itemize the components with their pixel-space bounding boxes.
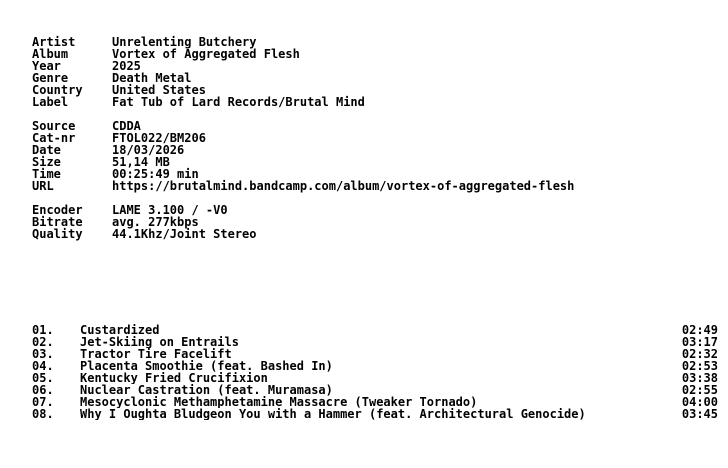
track-row: 02. Jet-Skiing on Entrails 03:17 bbox=[32, 336, 718, 348]
track-duration: 04:00 bbox=[681, 395, 718, 409]
info-label: Cat-nr bbox=[32, 131, 76, 145]
track-row: 07. Mesocyclonic Methamphetamine Massacr… bbox=[32, 396, 718, 408]
track-title: Nuclear Castration (feat. Muramasa) bbox=[80, 384, 333, 396]
track-number: 07. bbox=[32, 395, 54, 409]
info-label: Album bbox=[32, 47, 69, 61]
info-label: Country bbox=[32, 83, 83, 97]
info-value: 44.1Khz/Joint Stereo bbox=[112, 227, 257, 241]
info-row-album: Album Vortex of Aggregated Flesh bbox=[32, 48, 365, 60]
url-text: https://brutalmind.bandcamp.com/album/vo… bbox=[112, 179, 575, 193]
info-label: Bitrate bbox=[32, 215, 83, 229]
info-row-date: Date 18/03/2026 bbox=[32, 144, 574, 156]
info-row-encoder: Encoder LAME 3.100 / -V0 bbox=[32, 204, 257, 216]
info-label: Year bbox=[32, 59, 61, 73]
track-duration: 02:49 bbox=[681, 323, 718, 337]
info-row-url: URL https://brutalmind.bandcamp.com/albu… bbox=[32, 180, 574, 192]
info-row-country: Country United States bbox=[32, 84, 365, 96]
info-row-source: Source CDDA bbox=[32, 120, 574, 132]
info-value: 18/03/2026 bbox=[112, 143, 185, 157]
info-label: Label bbox=[32, 95, 69, 109]
info-label: Size bbox=[32, 155, 61, 169]
info-value: Fat Tub of Lard Records/Brutal Mind bbox=[112, 95, 365, 109]
track-duration: 03:38 bbox=[681, 371, 718, 385]
release-info-encoding: Encoder LAME 3.100 / -V0 Bitrate avg. 27… bbox=[32, 204, 257, 240]
track-title: Why I Oughta Bludgeon You with a Hammer … bbox=[80, 408, 586, 420]
info-label: Artist bbox=[32, 35, 76, 49]
info-row-quality: Quality 44.1Khz/Joint Stereo bbox=[32, 228, 257, 240]
track-duration: 02:55 bbox=[681, 383, 718, 397]
track-number: 03. bbox=[32, 347, 54, 361]
release-info-source: Source CDDA Cat-nr FTOL022/BM206 Date 18… bbox=[32, 120, 574, 192]
track-title: Mesocyclonic Methamphetamine Massacre (T… bbox=[80, 396, 478, 408]
info-label: Genre bbox=[32, 71, 69, 85]
track-number: 08. bbox=[32, 407, 54, 421]
info-label: URL bbox=[32, 179, 54, 193]
track-number: 02. bbox=[32, 335, 54, 349]
info-value: United States bbox=[112, 83, 206, 97]
info-value: FTOL022/BM206 bbox=[112, 131, 206, 145]
info-row-size: Size 51,14 MB bbox=[32, 156, 574, 168]
info-value: avg. 277kbps bbox=[112, 215, 199, 229]
track-row: 04. Placenta Smoothie (feat. Bashed In) … bbox=[32, 360, 718, 372]
track-duration: 03:17 bbox=[681, 335, 718, 349]
info-value: Death Metal bbox=[112, 71, 192, 85]
info-label: Source bbox=[32, 119, 76, 133]
track-number: 05. bbox=[32, 371, 54, 385]
info-value: 2025 bbox=[112, 59, 141, 73]
info-value: LAME 3.100 / -V0 bbox=[112, 203, 228, 217]
info-row-label: Label Fat Tub of Lard Records/Brutal Min… bbox=[32, 96, 365, 108]
track-row: 05. Kentucky Fried Crucifixion 03:38 bbox=[32, 372, 718, 384]
track-title: Custardized bbox=[80, 324, 160, 336]
info-label: Date bbox=[32, 143, 61, 157]
track-title: Jet-Skiing on Entrails bbox=[80, 336, 239, 348]
info-row-genre: Genre Death Metal bbox=[32, 72, 365, 84]
release-info-general: Artist Unrelenting Butchery Album Vortex… bbox=[32, 36, 365, 108]
track-duration: 02:53 bbox=[681, 359, 718, 373]
track-row: 08. Why I Oughta Bludgeon You with a Ham… bbox=[32, 408, 718, 420]
track-row: 01. Custardized 02:49 bbox=[32, 324, 718, 336]
track-number: 06. bbox=[32, 383, 54, 397]
track-title: Kentucky Fried Crucifixion bbox=[80, 372, 268, 384]
track-number: 01. bbox=[32, 323, 54, 337]
track-number: 04. bbox=[32, 359, 54, 373]
info-row-cat-nr: Cat-nr FTOL022/BM206 bbox=[32, 132, 574, 144]
info-value: 00:25:49 min bbox=[112, 167, 199, 181]
info-value: Vortex of Aggregated Flesh bbox=[112, 47, 300, 61]
info-row-time: Time 00:25:49 min bbox=[32, 168, 574, 180]
info-row-year: Year 2025 bbox=[32, 60, 365, 72]
info-value: Unrelenting Butchery bbox=[112, 35, 257, 49]
info-label: Encoder bbox=[32, 203, 83, 217]
info-label: Quality bbox=[32, 227, 83, 241]
info-value: CDDA bbox=[112, 119, 141, 133]
info-label: Time bbox=[32, 167, 61, 181]
tracklist: 01. Custardized 02:49 02. Jet-Skiing on … bbox=[32, 324, 718, 420]
info-row-bitrate: Bitrate avg. 277kbps bbox=[32, 216, 257, 228]
info-value: 51,14 MB bbox=[112, 155, 170, 169]
track-duration: 03:45 bbox=[681, 407, 718, 421]
info-row-artist: Artist Unrelenting Butchery bbox=[32, 36, 365, 48]
track-title: Placenta Smoothie (feat. Bashed In) bbox=[80, 360, 333, 372]
track-title: Tractor Tire Facelift bbox=[80, 348, 232, 360]
track-duration: 02:32 bbox=[681, 347, 718, 361]
track-row: 03. Tractor Tire Facelift 02:32 bbox=[32, 348, 718, 360]
track-row: 06. Nuclear Castration (feat. Muramasa) … bbox=[32, 384, 718, 396]
